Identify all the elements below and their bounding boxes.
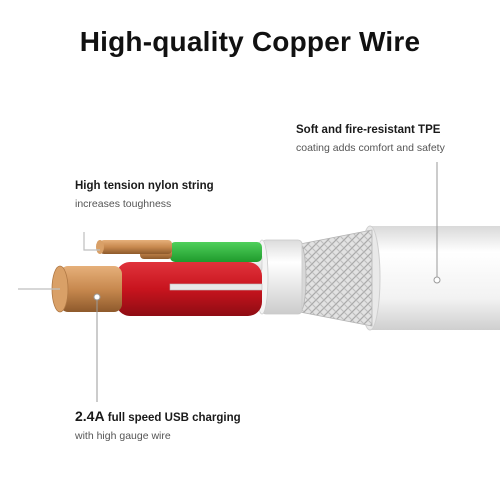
leader-lines [93,162,441,402]
nylon-string [18,232,100,290]
callout-tpe: Soft and fire-resistant TPE coating adds… [296,124,445,154]
foil-layer [255,239,303,315]
callout-usb-heading-rest: full speed USB charging [104,412,241,424]
callout-nylon-detail: increases toughness [75,198,172,210]
callout-usb: 2.4A full speed USB charging with high g… [75,408,241,442]
callout-usb-detail: with high gauge wire [75,430,171,442]
copper-strand-bottom [51,265,122,313]
copper-strand-top [96,240,172,254]
braided-shield [293,229,373,327]
callout-tpe-detail: coating adds comfort and safety [296,142,445,154]
page-title: High-quality Copper Wire [79,26,421,57]
tpe-jacket [359,225,500,331]
red-wire [116,262,263,316]
callout-usb-heading: 2.4A full speed USB charging [75,408,241,424]
callout-tpe-heading: Soft and fire-resistant TPE [296,124,441,136]
callout-nylon-heading: High tension nylon string [75,180,214,192]
callout-usb-amperage: 2.4A [75,408,105,424]
callout-nylon: High tension nylon string increases toug… [75,180,214,210]
